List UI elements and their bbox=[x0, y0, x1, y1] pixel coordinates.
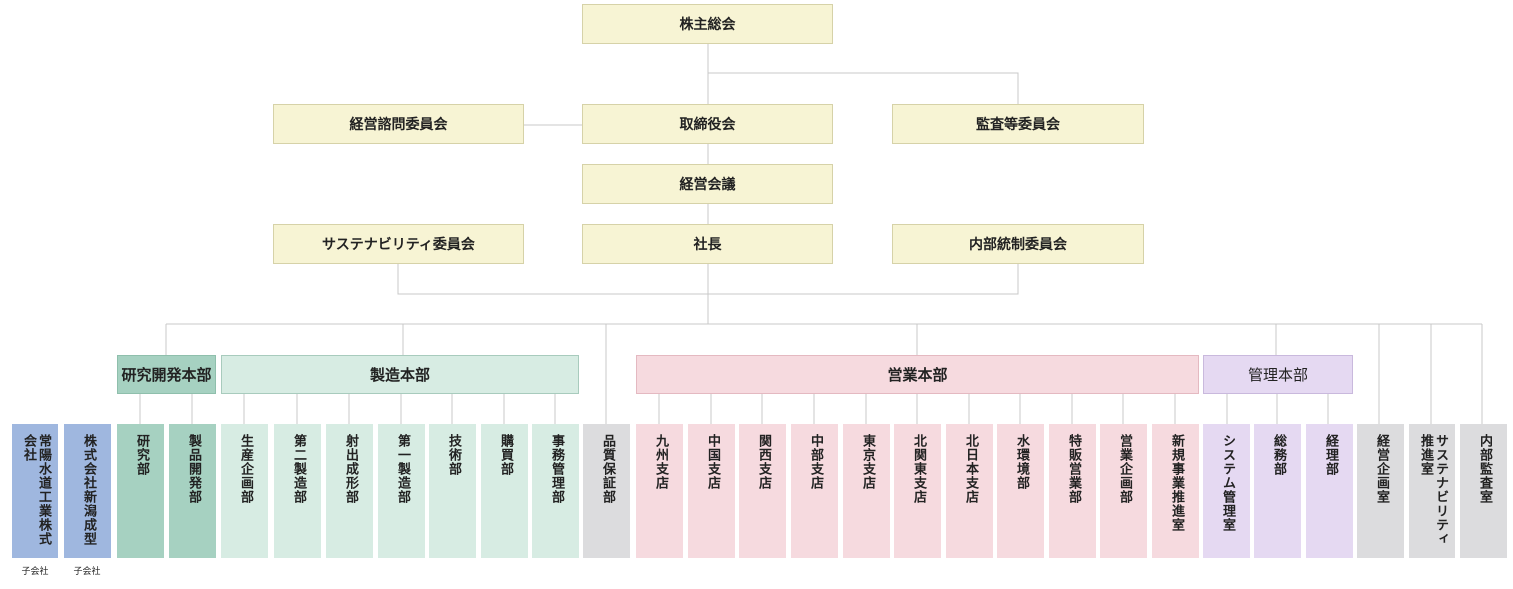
unit-box: 株式会社新潟成型 bbox=[64, 424, 111, 558]
unit-label: サステナビリティ推進室 bbox=[1418, 434, 1448, 546]
rd-division-header: 研究開発本部 bbox=[117, 355, 216, 394]
unit-label: 水環境部 bbox=[1013, 434, 1029, 490]
unit-box: 営業企画部 bbox=[1100, 424, 1147, 558]
unit-label: 北関東支店 bbox=[910, 434, 926, 504]
unit-box: 北関東支店 bbox=[894, 424, 941, 558]
unit-box: 北日本支店 bbox=[946, 424, 993, 558]
unit-box: 常陽水道工業株式会社 bbox=[12, 424, 58, 558]
unit-label: 経理部 bbox=[1322, 434, 1338, 476]
audit-committee-box: 監査等委員会 bbox=[892, 104, 1144, 144]
unit-label: 事務管理部 bbox=[548, 434, 564, 504]
unit-label: 中国支店 bbox=[704, 434, 720, 490]
manufacturing-division-header: 製造本部 bbox=[221, 355, 579, 394]
unit-label: 生産企画部 bbox=[237, 434, 253, 504]
president-box: 社長 bbox=[582, 224, 833, 264]
sustainability-committee-box: サステナビリティ委員会 bbox=[273, 224, 524, 264]
unit-label: 購買部 bbox=[497, 434, 513, 476]
unit-label: 研究部 bbox=[133, 434, 149, 476]
unit-label: 東京支店 bbox=[859, 434, 875, 490]
unit-box: 内部監査室 bbox=[1460, 424, 1507, 558]
unit-label: 株式会社新潟成型 bbox=[80, 434, 96, 546]
unit-label: 内部監査室 bbox=[1476, 434, 1492, 504]
unit-box: 経営企画室 bbox=[1357, 424, 1404, 558]
unit-box: 関西支店 bbox=[739, 424, 786, 558]
unit-label: 経営企画室 bbox=[1373, 434, 1389, 504]
unit-box: 生産企画部 bbox=[221, 424, 268, 558]
unit-label: 中部支店 bbox=[807, 434, 823, 490]
unit-label: 常陽水道工業株式会社 bbox=[21, 434, 51, 546]
unit-label: 射出成形部 bbox=[342, 434, 358, 504]
unit-label: 特販営業部 bbox=[1065, 434, 1081, 504]
subsidiary-note: 子会社 bbox=[21, 567, 49, 577]
unit-box: 中国支店 bbox=[688, 424, 735, 558]
unit-label: 品質保証部 bbox=[599, 434, 615, 504]
unit-label: 九州支店 bbox=[652, 434, 668, 490]
unit-box: 中部支店 bbox=[791, 424, 838, 558]
subsidiary-note: 子会社 bbox=[73, 567, 101, 577]
unit-box: 研究部 bbox=[117, 424, 164, 558]
unit-label: 製品開発部 bbox=[185, 434, 201, 504]
board-of-directors-box: 取締役会 bbox=[582, 104, 833, 144]
unit-box: 総務部 bbox=[1254, 424, 1301, 558]
advisory-committee-box: 経営諮問委員会 bbox=[273, 104, 524, 144]
unit-label: 関西支店 bbox=[755, 434, 771, 490]
unit-box: 特販営業部 bbox=[1049, 424, 1096, 558]
internal-control-committee-box: 内部統制委員会 bbox=[892, 224, 1144, 264]
unit-label: 技術部 bbox=[445, 434, 461, 476]
unit-box: サステナビリティ推進室 bbox=[1409, 424, 1455, 558]
unit-box: 製品開発部 bbox=[169, 424, 216, 558]
unit-box: 射出成形部 bbox=[326, 424, 373, 558]
unit-box: システム管理室 bbox=[1203, 424, 1250, 558]
unit-box: 品質保証部 bbox=[583, 424, 630, 558]
unit-label: 第二製造部 bbox=[290, 434, 306, 504]
unit-box: 購買部 bbox=[481, 424, 528, 558]
unit-label: 営業企画部 bbox=[1116, 434, 1132, 504]
shareholders-meeting-box: 株主総会 bbox=[582, 4, 833, 44]
unit-box: 東京支店 bbox=[843, 424, 890, 558]
unit-box: 第一製造部 bbox=[378, 424, 425, 558]
unit-box: 新規事業推進室 bbox=[1152, 424, 1199, 558]
unit-label: 総務部 bbox=[1270, 434, 1286, 476]
unit-box: 第二製造部 bbox=[274, 424, 321, 558]
unit-label: 第一製造部 bbox=[394, 434, 410, 504]
sales-division-header: 営業本部 bbox=[636, 355, 1199, 394]
unit-box: 九州支店 bbox=[636, 424, 683, 558]
unit-label: 北日本支店 bbox=[962, 434, 978, 504]
unit-box: 経理部 bbox=[1306, 424, 1353, 558]
unit-box: 水環境部 bbox=[997, 424, 1044, 558]
unit-label: 新規事業推進室 bbox=[1168, 434, 1184, 532]
unit-box: 技術部 bbox=[429, 424, 476, 558]
admin-division-header: 管理本部 bbox=[1203, 355, 1353, 394]
unit-label: システム管理室 bbox=[1219, 434, 1235, 532]
unit-box: 事務管理部 bbox=[532, 424, 579, 558]
management-meeting-box: 経営会議 bbox=[582, 164, 833, 204]
